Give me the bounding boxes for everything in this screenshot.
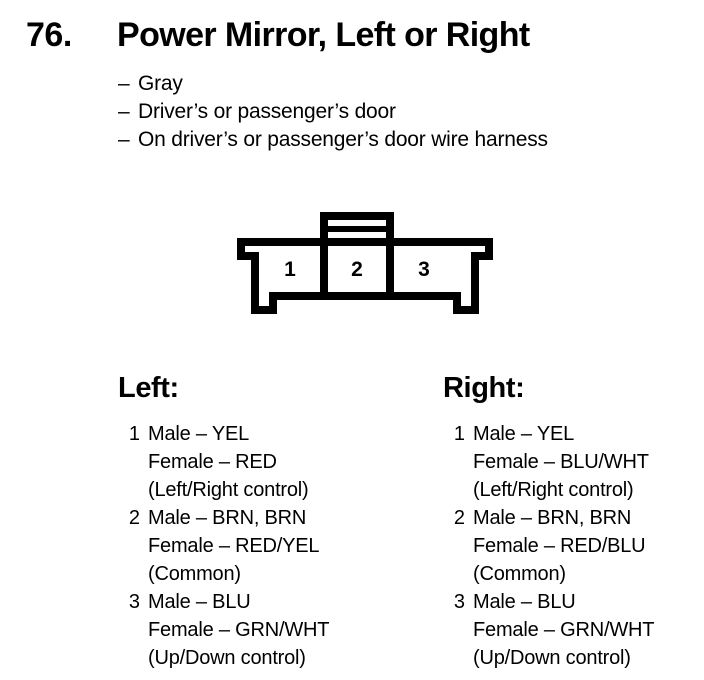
pin-detail-line: (Up/Down control) [148, 647, 306, 669]
page-header: 76. Power Mirror, Left or Right [0, 14, 704, 60]
pin-detail-line: (Left/Right control) [148, 479, 309, 501]
pinout-entry: 3 Male – BLU Female – GRN/WHT (Up/Down c… [118, 588, 418, 672]
pin-detail-line: Female – GRN/WHT [148, 619, 330, 641]
pin-index: 3 [453, 591, 465, 613]
dash-icon: – [118, 128, 130, 151]
body-left-foot-stub [269, 292, 277, 308]
pin-detail-line: (Common) [473, 563, 566, 585]
pin-detail-line: (Up/Down control) [473, 647, 631, 669]
pinout-entry: 1 Male – YEL Female – RED (Left/Right co… [118, 420, 418, 504]
body-left-outer-wall [237, 238, 245, 258]
body-top-edge [237, 238, 493, 246]
pin-detail-line: Male – BRN, BRN [148, 507, 307, 529]
page-title: Power Mirror, Left or Right [117, 16, 530, 54]
pin-detail-line: Male – BRN, BRN [473, 507, 632, 529]
list-item-label: On driver’s or passenger’s door wire har… [138, 128, 548, 151]
list-item-label: Driver’s or passenger’s door [138, 100, 396, 123]
list-item-label: Gray [138, 72, 183, 95]
dash-icon: – [118, 100, 130, 123]
pin-detail-line: Female – RED/YEL [148, 535, 320, 557]
pinout-entry: 2 Male – BRN, BRN Female – RED/YEL (Comm… [118, 504, 418, 588]
pin-detail-line: Male – BLU [148, 591, 251, 613]
list-item: –Gray [118, 70, 678, 98]
connector-pin-label-1: 1 [284, 258, 296, 281]
pin-detail-line: Female – BLU/WHT [473, 451, 649, 473]
pin-detail-line: Female – RED [148, 451, 277, 473]
pin-detail-line: Male – YEL [148, 423, 250, 445]
body-right-outer-wall [485, 238, 493, 258]
connector-pin-label-3: 3 [418, 258, 430, 281]
description-list: –Gray –Driver’s or passenger’s door –On … [118, 70, 678, 154]
cell-divider-1-2 [320, 240, 328, 294]
dash-icon: – [118, 72, 130, 95]
pin-index: 2 [453, 507, 465, 529]
connector-strokes [237, 212, 493, 314]
pinout-heading-left: Left: [118, 372, 179, 404]
pinout-entry: 2 Male – BRN, BRN Female – RED/BLU (Comm… [443, 504, 703, 588]
connector-pin-label-2: 2 [351, 258, 363, 281]
body-right-foot [453, 306, 479, 314]
body-left-notch-step [237, 252, 259, 260]
body-right-foot-stub [453, 292, 461, 308]
body-bottom-edge [269, 292, 461, 300]
body-right-notch-step [471, 252, 493, 260]
item-number: 76. [26, 16, 72, 54]
body-left-foot [251, 306, 277, 314]
pin-detail-line: (Common) [148, 563, 241, 585]
body-right-inner-wall [471, 252, 479, 314]
pinout-entry: 3 Male – BLU Female – GRN/WHT (Up/Down c… [443, 588, 703, 672]
pin-index: 1 [453, 423, 465, 445]
pin-detail-line: Female – GRN/WHT [473, 619, 655, 641]
pin-index: 3 [128, 591, 140, 613]
tab-rib-upper [328, 226, 386, 232]
pin-index: 2 [128, 507, 140, 529]
pin-detail-line: (Left/Right control) [473, 479, 634, 501]
cell-divider-2-3 [386, 240, 394, 294]
pinout-heading-right: Right: [443, 372, 525, 404]
pinout-entry: 1 Male – YEL Female – BLU/WHT (Left/Righ… [443, 420, 703, 504]
connector-outline-svg: 1 2 3 [237, 212, 493, 314]
pinout-column-right: Right: 1 Male – YEL Female – BLU/WHT (Le… [443, 370, 703, 672]
pin-detail-line: Male – BLU [473, 591, 576, 613]
tab-right-edge [386, 212, 394, 244]
list-item: –Driver’s or passenger’s door [118, 98, 678, 126]
body-left-inner-wall [251, 252, 259, 314]
pin-detail-line: Female – RED/BLU [473, 535, 646, 557]
connector-diagram: 1 2 3 [228, 204, 502, 330]
pinout-column-left: Left: 1 Male – YEL Female – RED (Left/Ri… [118, 370, 418, 672]
list-item: –On driver’s or passenger’s door wire ha… [118, 126, 678, 154]
pin-index: 1 [128, 423, 140, 445]
tab-left-edge [320, 212, 328, 244]
pin-detail-line: Male – YEL [473, 423, 575, 445]
tab-top-edge [320, 212, 394, 220]
